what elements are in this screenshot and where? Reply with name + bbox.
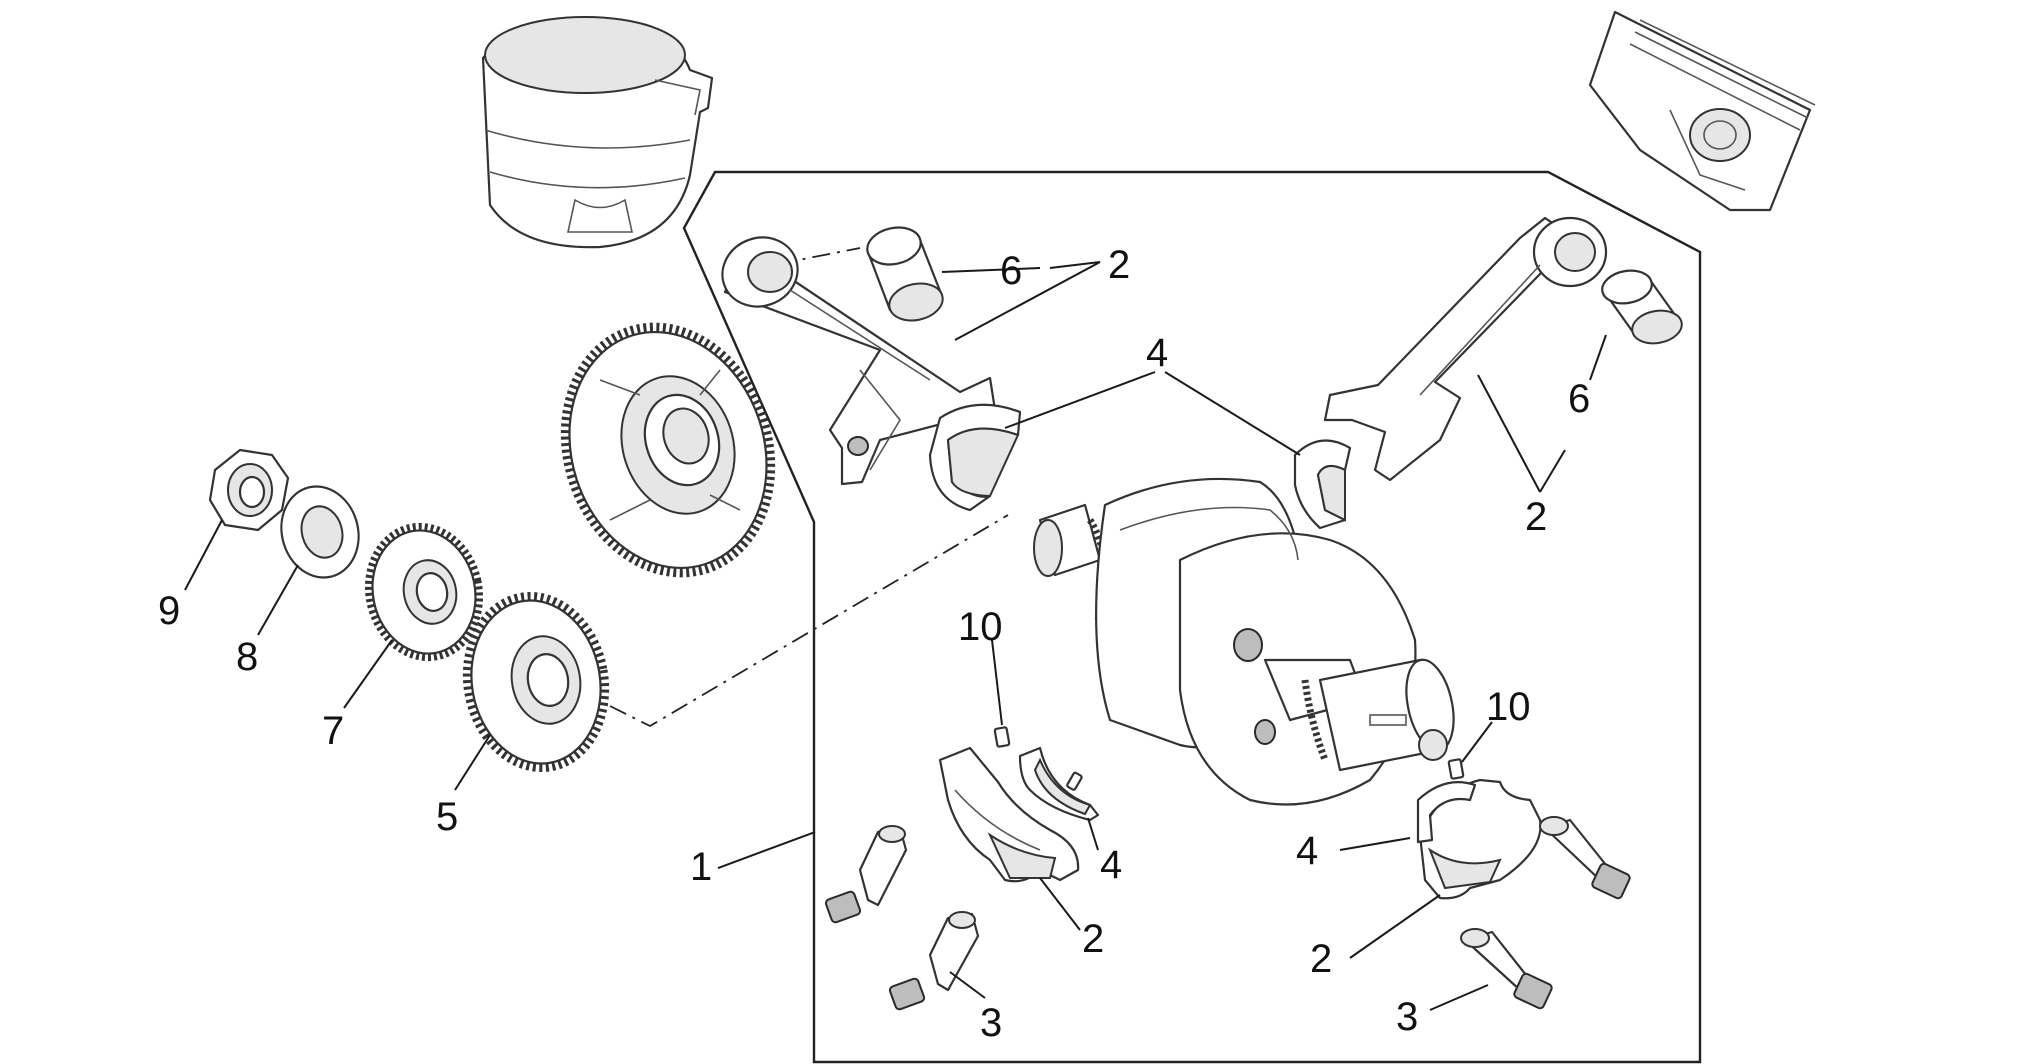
crankshaft-icon bbox=[1033, 477, 1455, 806]
callout-3-right: 3 bbox=[1396, 995, 1418, 1039]
callout-4-left-bottom: 4 bbox=[1100, 843, 1122, 887]
small-gear-icon bbox=[364, 522, 484, 662]
piston-right-icon bbox=[1588, 10, 1816, 212]
piston-left-icon bbox=[481, 16, 714, 249]
bolt-right-2-icon bbox=[1460, 928, 1553, 1010]
assembly-line bbox=[609, 514, 1009, 728]
callout-6-right: 6 bbox=[1568, 377, 1590, 421]
bolt-left-2-icon bbox=[888, 911, 980, 1011]
connecting-rod-right-icon bbox=[1323, 216, 1608, 482]
bearing-shell-bottom-icon bbox=[1018, 746, 1100, 822]
assembly-frame bbox=[682, 170, 1702, 1064]
bushing-right-icon bbox=[1601, 269, 1683, 345]
callout-10-right: 10 bbox=[1486, 685, 1531, 729]
bolt-left-1-icon bbox=[824, 825, 908, 924]
callout-7: 7 bbox=[322, 709, 344, 753]
large-gear-icon bbox=[560, 322, 776, 578]
washer-icon bbox=[280, 485, 360, 579]
callout-4-right-bottom: 4 bbox=[1296, 829, 1318, 873]
pin-left-icon bbox=[993, 726, 1011, 748]
leader-lines bbox=[184, 261, 1607, 1011]
bearing-shell-top-icon bbox=[928, 403, 1022, 512]
callout-2-right: 2 bbox=[1525, 495, 1547, 539]
callout-2-bottom-left: 2 bbox=[1082, 917, 1104, 961]
callout-9: 9 bbox=[158, 589, 180, 633]
bearing-shell-lower-right-icon bbox=[1416, 781, 1477, 844]
bearing-shell-right-icon bbox=[1293, 439, 1352, 530]
nut-icon bbox=[208, 448, 290, 532]
callout-8: 8 bbox=[236, 635, 258, 679]
connecting-rod-left-icon bbox=[721, 236, 997, 486]
callout-4-top: 4 bbox=[1146, 331, 1168, 375]
bushing-top-icon bbox=[866, 226, 944, 322]
rod-cap-left-icon bbox=[938, 746, 1080, 883]
callout-3-left: 3 bbox=[980, 1001, 1002, 1045]
rod-cap-right-icon bbox=[1418, 778, 1542, 900]
pin-right-icon bbox=[1447, 758, 1465, 780]
callout-1: 1 bbox=[690, 845, 712, 889]
bolt-right-1-icon bbox=[1539, 816, 1631, 900]
callout-10-left: 10 bbox=[958, 605, 1003, 649]
callout-2-top: 2 bbox=[1108, 243, 1130, 287]
gear-icon bbox=[462, 591, 610, 773]
pin-small-icon bbox=[1066, 771, 1083, 791]
callout-6-top: 6 bbox=[1000, 249, 1022, 293]
callout-5: 5 bbox=[436, 795, 458, 839]
callout-2-bottom-right: 2 bbox=[1310, 937, 1332, 981]
